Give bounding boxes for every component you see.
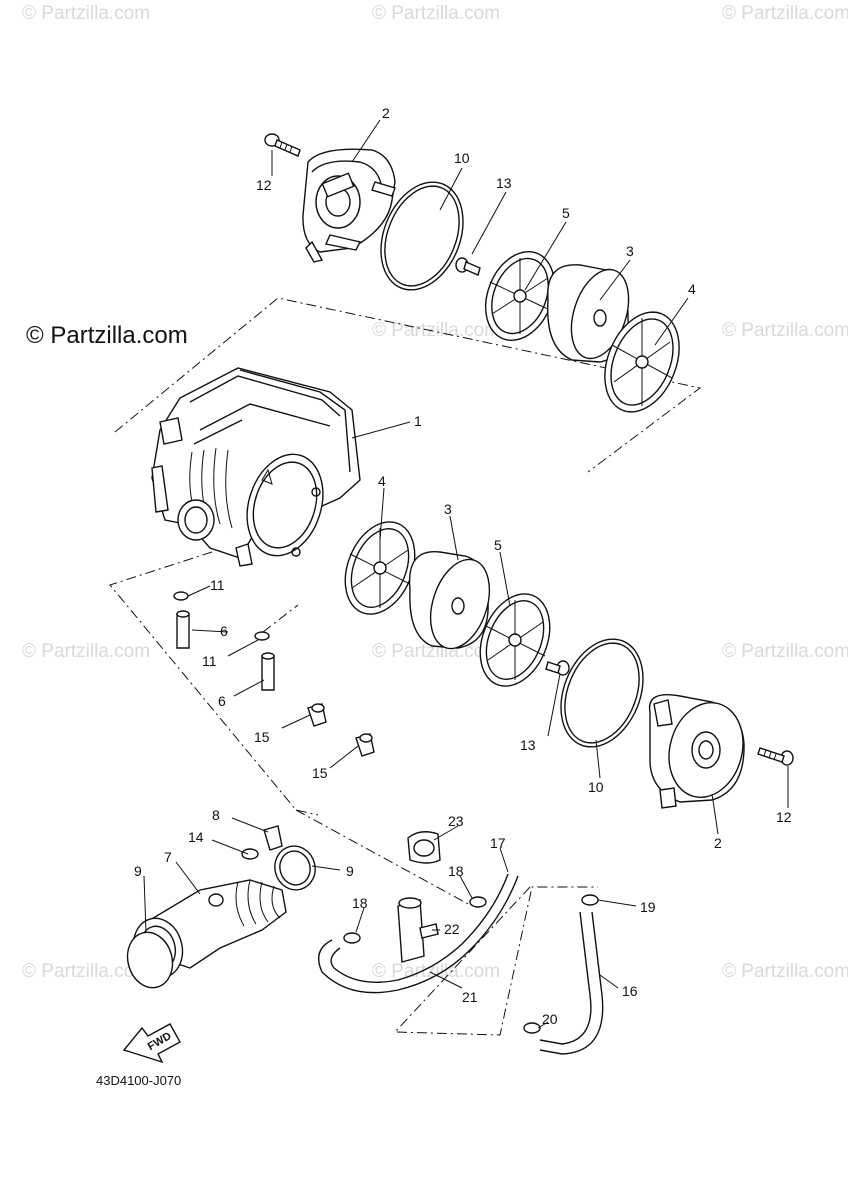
clip-18b bbox=[469, 896, 487, 908]
callout-3-top: 3 bbox=[626, 243, 634, 259]
callout-23: 23 bbox=[448, 813, 464, 829]
callout-9-right: 9 bbox=[346, 863, 354, 879]
brand-watermark: © Partzilla.com bbox=[26, 322, 188, 349]
watermark: © Partzilla.com bbox=[372, 641, 501, 662]
filter-frame-mid-right bbox=[479, 593, 551, 687]
assembly-outline-hose-box bbox=[393, 886, 598, 1036]
hose-clamp-9-left bbox=[126, 931, 174, 989]
seal-ring-top-inner bbox=[384, 185, 460, 287]
watermark: © Partzilla.com bbox=[722, 320, 848, 341]
callout-3-mid: 3 bbox=[444, 501, 452, 517]
callout-2-right: 2 bbox=[714, 835, 722, 851]
watermark: © Partzilla.com bbox=[722, 641, 848, 662]
fwd-arrow-icon: FWD bbox=[122, 1023, 181, 1064]
callout-13-mid: 13 bbox=[520, 737, 536, 753]
assembly-outline-hose bbox=[295, 809, 471, 906]
watermark: © Partzilla.com bbox=[372, 320, 501, 341]
air-cleaner-case bbox=[151, 367, 361, 567]
callout-2-top: 2 bbox=[382, 105, 390, 121]
callout-12-top: 12 bbox=[256, 177, 272, 193]
clip-19 bbox=[581, 894, 599, 906]
seal-ring-mid bbox=[560, 638, 644, 748]
callout-22: 22 bbox=[444, 921, 460, 937]
callout-9-left: 9 bbox=[134, 863, 142, 879]
watermark: © Partzilla.com bbox=[22, 641, 151, 662]
drain-plug-1 bbox=[176, 610, 190, 649]
assembly-outline-top bbox=[114, 297, 702, 473]
callout-16: 16 bbox=[622, 983, 638, 999]
callout-1: 1 bbox=[414, 413, 422, 429]
clip-14 bbox=[241, 848, 259, 860]
filter-element-mid bbox=[408, 550, 491, 650]
callout-18-left: 18 bbox=[352, 895, 368, 911]
clip-11a bbox=[173, 591, 189, 601]
callout-10-top: 10 bbox=[454, 150, 470, 166]
screw-right bbox=[757, 747, 794, 766]
callout-10-mid: 10 bbox=[588, 779, 604, 795]
clamp-15a bbox=[307, 703, 327, 727]
callout-18-right: 18 bbox=[448, 863, 464, 879]
callout-4-top: 4 bbox=[688, 281, 696, 297]
callout-21: 21 bbox=[462, 989, 478, 1005]
air-filter-cover-right bbox=[648, 694, 745, 809]
clip-18a bbox=[343, 932, 361, 944]
hose-clamp-9-right bbox=[274, 845, 316, 891]
callout-5-top: 5 bbox=[562, 205, 570, 221]
watermark: © Partzilla.com bbox=[722, 3, 848, 24]
callout-15-a: 15 bbox=[254, 729, 270, 745]
callout-7: 7 bbox=[164, 849, 172, 865]
callout-4-mid: 4 bbox=[378, 473, 386, 489]
callout-13-top: 13 bbox=[496, 175, 512, 191]
watermark: © Partzilla.com bbox=[22, 3, 151, 24]
air-filter-cover-top bbox=[302, 148, 396, 263]
bolt-mid bbox=[545, 660, 570, 676]
callout-6-a: 6 bbox=[220, 623, 228, 639]
callout-labels: 2 12 10 13 5 3 4 1 4 3 5 11 6 11 6 15 15… bbox=[134, 105, 792, 1027]
clip-11b bbox=[254, 631, 270, 641]
joint-22 bbox=[397, 897, 439, 963]
watermark: © Partzilla.com bbox=[22, 961, 151, 982]
callout-8: 8 bbox=[212, 807, 220, 823]
leader-lines bbox=[143, 119, 789, 1029]
callout-14: 14 bbox=[188, 829, 204, 845]
callout-20: 20 bbox=[542, 1011, 558, 1027]
watermark: © Partzilla.com bbox=[372, 961, 501, 982]
drain-plug-2 bbox=[261, 652, 275, 691]
clip-20 bbox=[523, 1022, 541, 1034]
seal-ring-top bbox=[380, 181, 464, 291]
callout-19: 19 bbox=[640, 899, 656, 915]
callout-17: 17 bbox=[490, 835, 506, 851]
diagram-code: 43D4100-J070 bbox=[96, 1073, 182, 1088]
screw-top bbox=[264, 133, 301, 157]
callout-15-b: 15 bbox=[312, 765, 328, 781]
nipple-8 bbox=[263, 825, 283, 851]
callout-11-a: 11 bbox=[210, 577, 225, 593]
callout-11-b: 11 bbox=[202, 653, 217, 669]
callout-6-b: 6 bbox=[218, 693, 226, 709]
filter-frame-mid bbox=[344, 521, 416, 615]
seal-ring-mid-inner bbox=[564, 642, 640, 744]
clamp-15b bbox=[355, 733, 375, 757]
bolt-top bbox=[455, 257, 481, 276]
assembly-outline-drain bbox=[262, 604, 299, 633]
callout-5-mid: 5 bbox=[494, 537, 502, 553]
band-23 bbox=[407, 831, 441, 864]
watermark: © Partzilla.com bbox=[722, 961, 848, 982]
hose-21 bbox=[318, 873, 519, 994]
hose-16 bbox=[539, 911, 604, 1055]
callout-12-right: 12 bbox=[776, 809, 792, 825]
watermark: © Partzilla.com bbox=[372, 3, 501, 24]
